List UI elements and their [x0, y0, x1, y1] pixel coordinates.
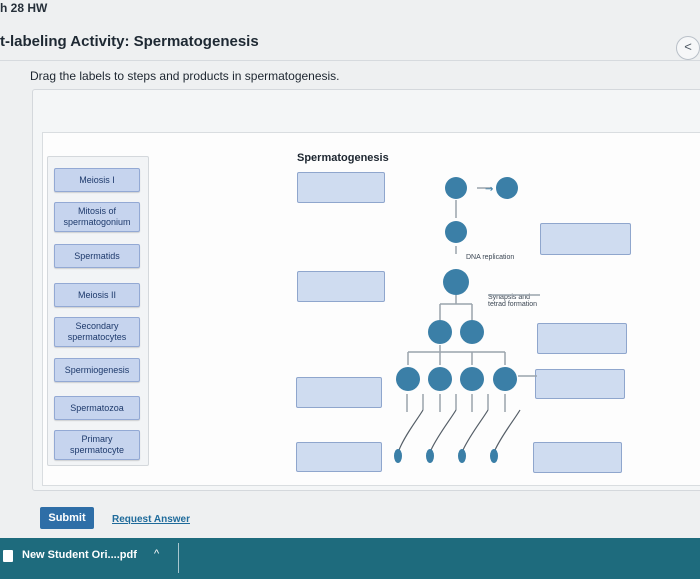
- tetrad-cell: [443, 269, 469, 295]
- spermatid-cell: [396, 367, 420, 391]
- label-spermiogenesis[interactable]: Spermiogenesis: [54, 358, 140, 382]
- download-file-name[interactable]: New Student Ori....pdf: [22, 549, 137, 561]
- drop-target-2[interactable]: [297, 271, 385, 302]
- spermatogonium-cell: [445, 177, 467, 199]
- pdf-file-icon: [3, 550, 13, 562]
- spermatid-cell: [428, 367, 452, 391]
- activity-title: t-labeling Activity: Spermatogenesis: [0, 33, 259, 50]
- synapsis-label-line-1: Synapsis and: [488, 294, 531, 301]
- drop-target-1[interactable]: [297, 172, 385, 203]
- drop-target-8[interactable]: [533, 442, 622, 473]
- course-topbar: h 28 HW: [0, 0, 700, 20]
- label-meiosis-2[interactable]: Meiosis II: [54, 283, 140, 307]
- synapsis-label: Synapsis and tetrad formation: [488, 294, 537, 308]
- spermatogonium-cell-copy: [496, 177, 518, 199]
- request-answer-link[interactable]: Request Answer: [112, 514, 190, 525]
- label-secondary-spermatocytes[interactable]: Secondary spermatocytes: [54, 317, 140, 347]
- spermatozoon-head: [458, 449, 466, 463]
- previous-button[interactable]: <: [676, 36, 700, 60]
- activity-header: t-labeling Activity: Spermatogenesis <: [0, 30, 700, 64]
- download-divider: [178, 543, 179, 573]
- submit-button[interactable]: Submit: [40, 507, 94, 529]
- drop-target-7[interactable]: [535, 369, 625, 399]
- label-bank: Meiosis I Mitosis of spermatogonium Sper…: [47, 156, 149, 466]
- secondary-spermatocyte-cell: [460, 320, 484, 344]
- label-mitosis-of-spermatogonium[interactable]: Mitosis of spermatogonium: [54, 202, 140, 232]
- drop-target-3[interactable]: [296, 377, 382, 408]
- label-spermatids[interactable]: Spermatids: [54, 244, 140, 268]
- primary-spermatocyte-cell: [445, 221, 467, 243]
- instruction-text: Drag the labels to steps and products in…: [30, 69, 340, 83]
- header-divider: [0, 60, 700, 61]
- chevron-up-icon[interactable]: ^: [154, 548, 160, 560]
- spermatozoon-head: [394, 449, 402, 463]
- spermatid-cell: [460, 367, 484, 391]
- spermatid-cell: [493, 367, 517, 391]
- drop-target-4[interactable]: [296, 442, 382, 472]
- spermatogenesis-diagram: →: [394, 177, 540, 463]
- svg-text:→: →: [485, 184, 493, 195]
- spermatozoon-head: [426, 449, 434, 463]
- dna-replication-label: DNA replication: [466, 254, 515, 261]
- drop-target-6[interactable]: [537, 323, 627, 354]
- drop-target-5[interactable]: [540, 223, 631, 255]
- label-spermatozoa[interactable]: Spermatozoa: [54, 396, 140, 420]
- download-bar: New Student Ori....pdf ^: [0, 538, 700, 579]
- label-meiosis-1[interactable]: Meiosis I: [54, 168, 140, 192]
- label-primary-spermatocyte[interactable]: Primary spermatocyte: [54, 430, 140, 460]
- course-title: h 28 HW: [0, 1, 48, 15]
- diagram-title: Spermatogenesis: [297, 152, 389, 164]
- secondary-spermatocyte-cell: [428, 320, 452, 344]
- chevron-left-icon: <: [684, 39, 692, 54]
- spermatozoon-head: [490, 449, 498, 463]
- synapsis-label-line-2: tetrad formation: [488, 301, 538, 308]
